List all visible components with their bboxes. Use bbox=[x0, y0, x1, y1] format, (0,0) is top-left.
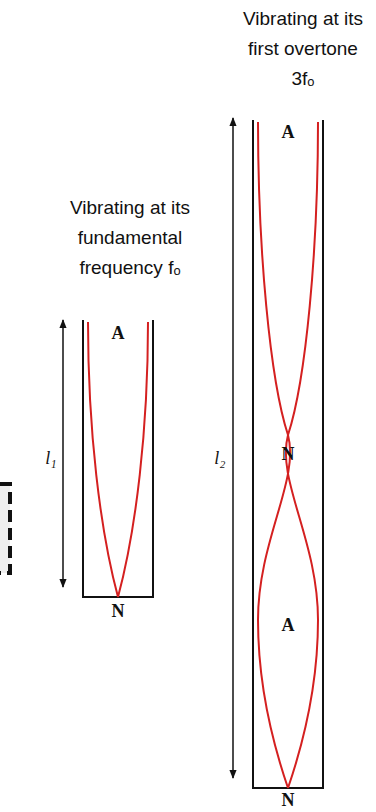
node-label: N bbox=[282, 790, 295, 810]
caption-text: Vibrating at its fundamental frequency f… bbox=[38, 193, 222, 283]
wave-envelope bbox=[118, 322, 148, 597]
wave-envelope bbox=[88, 322, 118, 597]
antinode-label: A bbox=[112, 323, 125, 343]
caption-text: Vibrating at its first overtone 3fₒ bbox=[234, 4, 372, 94]
length-arrow bbox=[62, 320, 64, 587]
dashed-bracket bbox=[0, 484, 10, 573]
closed-pipe bbox=[253, 120, 323, 788]
antinode-label: A bbox=[282, 122, 295, 142]
antinode-label: A bbox=[282, 615, 295, 635]
length-label: l₂ bbox=[213, 447, 226, 469]
node-label: N bbox=[282, 444, 295, 464]
closed-pipe bbox=[83, 320, 153, 597]
length-arrow bbox=[232, 118, 234, 778]
cropped-box bbox=[0, 484, 10, 573]
node-label: N bbox=[112, 601, 125, 621]
length-label: l₁ bbox=[44, 447, 57, 469]
